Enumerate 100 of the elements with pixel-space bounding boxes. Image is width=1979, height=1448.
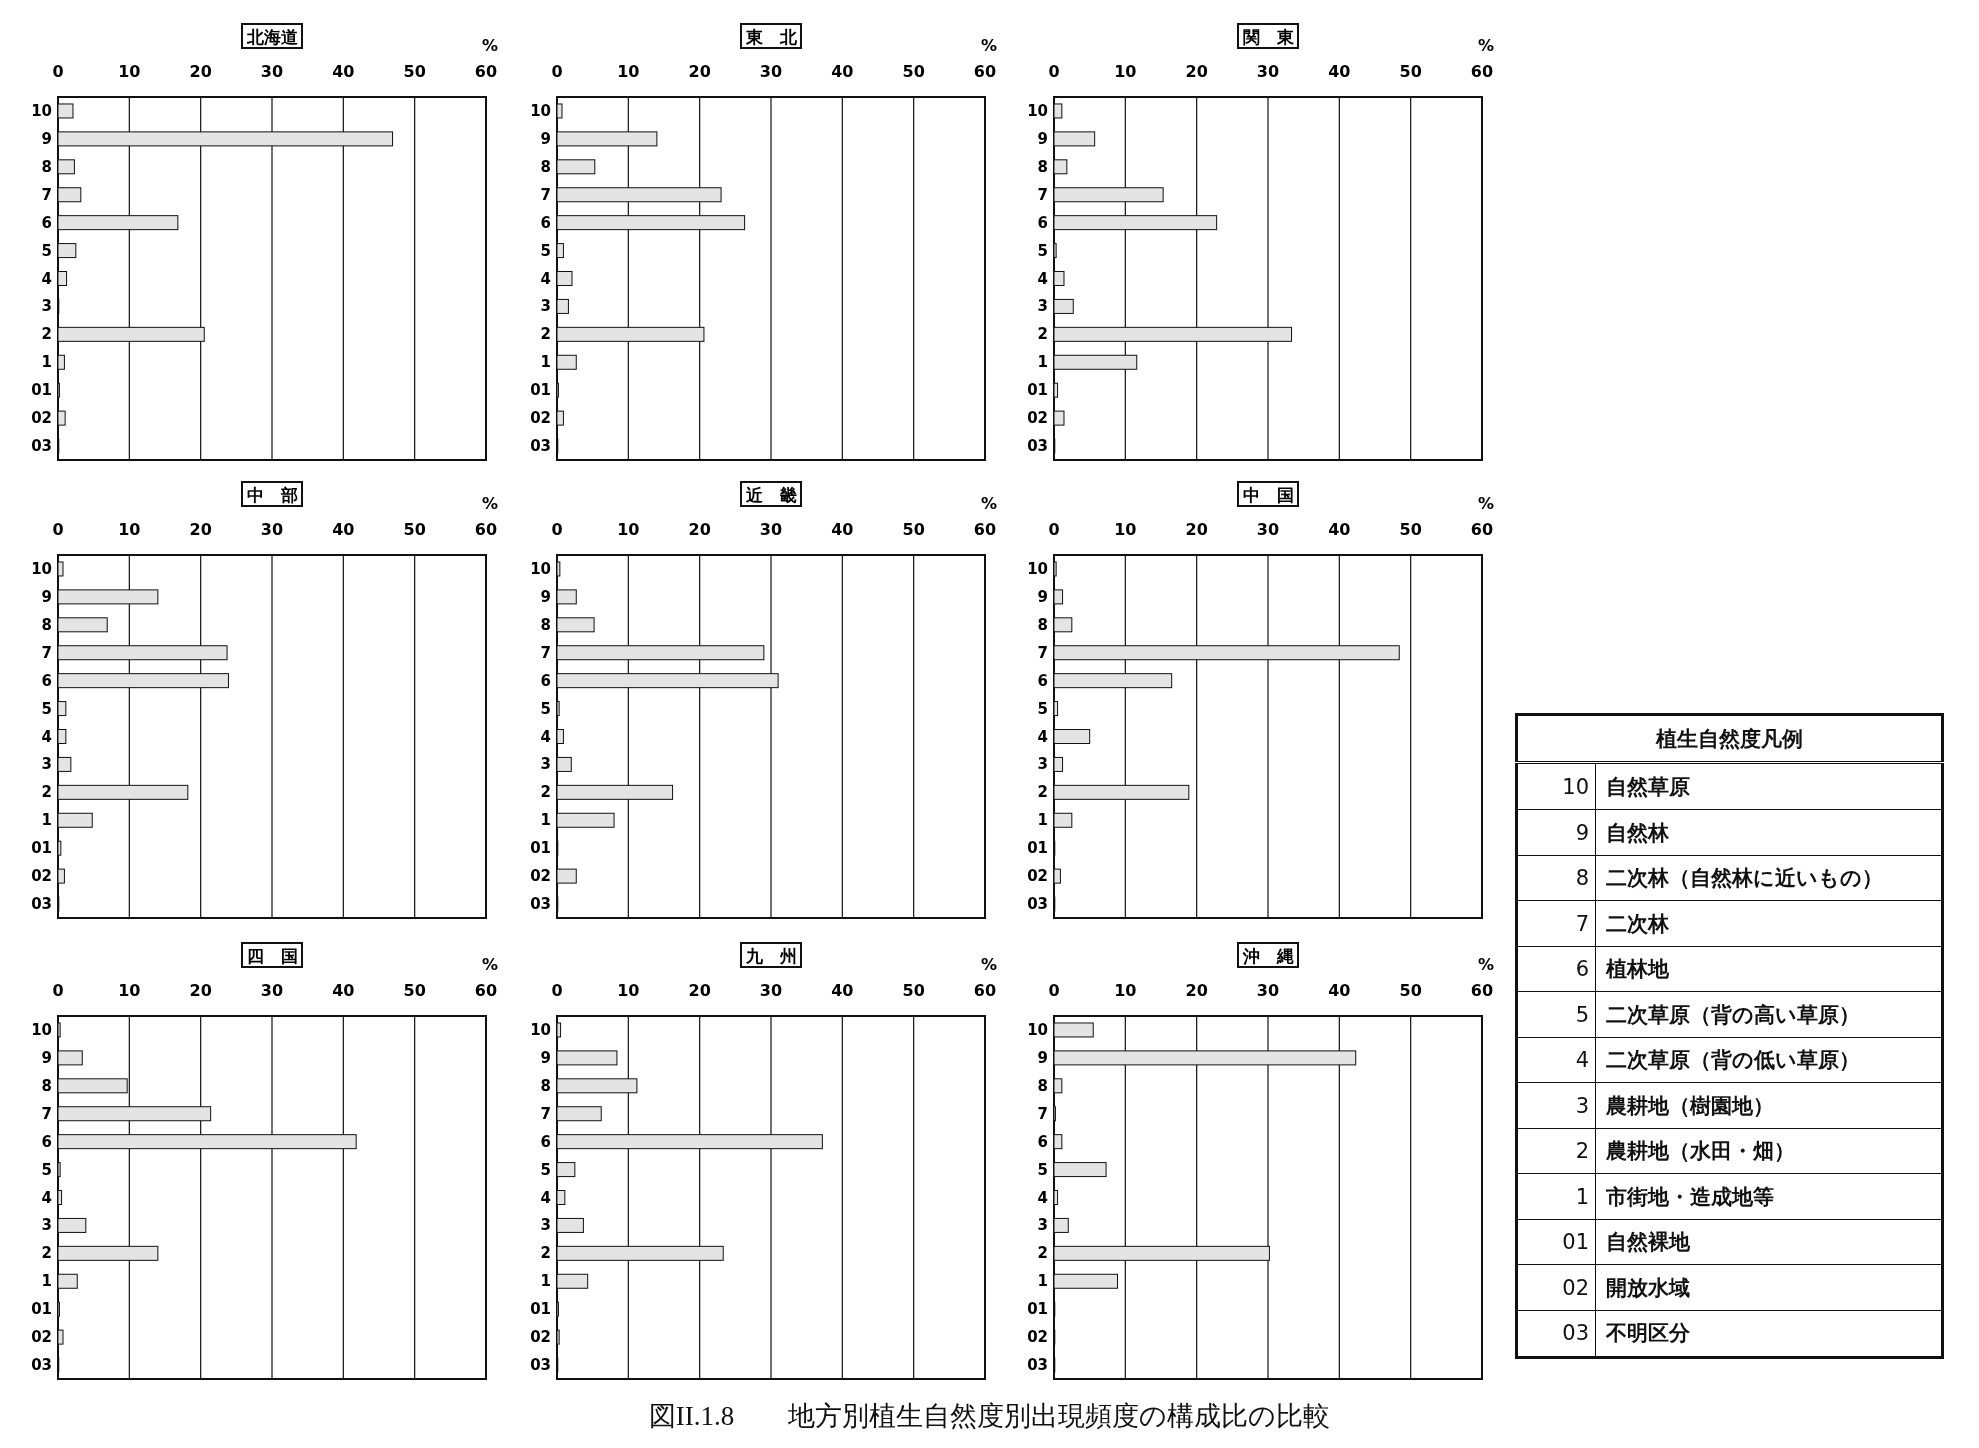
category-label: 1 xyxy=(540,353,551,372)
category-label: 01 xyxy=(530,839,551,858)
tick-label: 40 xyxy=(332,62,355,81)
category-label: 03 xyxy=(31,895,52,914)
tick-label: 0 xyxy=(52,62,64,81)
category-label: 6 xyxy=(540,671,551,690)
category-label: 2 xyxy=(540,1244,551,1263)
category-label: 5 xyxy=(1037,699,1048,718)
category-label: 9 xyxy=(540,587,551,606)
tick-label: 0 xyxy=(1048,62,1060,81)
tick-label: 40 xyxy=(332,981,355,1000)
category-label: 4 xyxy=(41,269,52,288)
tick-label: 20 xyxy=(1185,62,1208,81)
chart-title: 関 東 xyxy=(1242,27,1295,47)
tick-label: 10 xyxy=(118,62,141,81)
category-label: 1 xyxy=(41,811,52,830)
chart-title: 北海道 xyxy=(241,23,303,49)
category-label: 3 xyxy=(1037,297,1048,316)
category-label: 10 xyxy=(1027,1020,1048,1039)
chart-title: 沖 縄 xyxy=(1237,942,1299,968)
category-label: 5 xyxy=(41,241,52,260)
category-label: 02 xyxy=(1027,1328,1048,1347)
tick-label: 10 xyxy=(1114,981,1137,1000)
tick-label: 50 xyxy=(902,981,925,1000)
tick-label: 40 xyxy=(1328,62,1351,81)
tick-label: 30 xyxy=(759,520,783,539)
tick-label: 0 xyxy=(52,981,64,1000)
category-label: 9 xyxy=(1037,129,1048,148)
tick-label: 60 xyxy=(1470,520,1494,539)
chart-title: 沖 縄 xyxy=(1241,946,1294,966)
tick-label: 20 xyxy=(688,981,711,1000)
category-label: 3 xyxy=(540,755,551,774)
tick-label: 40 xyxy=(831,62,854,81)
tick-label: 40 xyxy=(831,981,854,1000)
category-label: 3 xyxy=(41,297,52,316)
tick-label: 20 xyxy=(688,520,711,539)
table-header: 植生自然度凡例 xyxy=(1516,714,1943,763)
category-label: 03 xyxy=(1027,437,1048,456)
category-label: 1 xyxy=(41,1272,52,1291)
table-cell: 02 xyxy=(1516,1264,1596,1311)
tick-label: 20 xyxy=(1185,981,1208,1000)
category-label: 01 xyxy=(1027,381,1048,400)
category-label: 10 xyxy=(1027,101,1048,120)
unit-label: % xyxy=(1478,494,1494,513)
table-cell: 1 xyxy=(1516,1173,1596,1220)
table-cell: 7 xyxy=(1516,900,1596,947)
category-label: 7 xyxy=(41,643,52,662)
unit-label: % xyxy=(981,494,997,513)
table-cell: 9 xyxy=(1516,809,1596,856)
category-label: 01 xyxy=(530,381,551,400)
category-label: 4 xyxy=(540,727,551,746)
category-label: 5 xyxy=(540,241,551,260)
tick-label: 50 xyxy=(902,62,925,81)
category-label: 3 xyxy=(41,1216,52,1235)
category-label: 1 xyxy=(540,1272,551,1291)
category-label: 02 xyxy=(31,867,52,886)
category-label: 01 xyxy=(1027,1300,1048,1319)
category-label: 02 xyxy=(1027,867,1048,886)
category-label: 10 xyxy=(31,1020,52,1039)
tick-label: 40 xyxy=(1328,520,1351,539)
category-label: 9 xyxy=(41,1048,52,1067)
tick-label: 60 xyxy=(474,62,498,81)
tick-label: 50 xyxy=(1399,520,1422,539)
category-label: 9 xyxy=(41,587,52,606)
category-label: 02 xyxy=(31,409,52,428)
chart-title: 九 州 xyxy=(744,946,797,966)
category-label: 01 xyxy=(530,1300,551,1319)
tick-label: 20 xyxy=(1185,520,1208,539)
category-label: 5 xyxy=(41,699,52,718)
tick-label: 60 xyxy=(1470,981,1494,1000)
category-label: 4 xyxy=(41,727,52,746)
category-label: 01 xyxy=(1027,839,1048,858)
category-label: 03 xyxy=(1027,895,1048,914)
chart-title: 東 北 xyxy=(740,23,802,49)
unit-label: % xyxy=(981,955,997,974)
caption: 図II.1.8 地方別植生自然度別出現頻度の構成比の比較 xyxy=(647,1400,1332,1433)
category-label: 10 xyxy=(530,101,551,120)
tick-label: 30 xyxy=(1256,520,1280,539)
category-label: 2 xyxy=(1037,783,1048,802)
tick-label: 20 xyxy=(688,62,711,81)
category-label: 5 xyxy=(41,1160,52,1179)
table-cell: 5 xyxy=(1516,991,1596,1038)
tick-label: 50 xyxy=(1399,62,1422,81)
chart-title: 中 部 xyxy=(246,485,298,505)
category-label: 2 xyxy=(1037,1244,1048,1263)
category-label: 8 xyxy=(540,615,551,634)
unit-label: % xyxy=(482,494,498,513)
category-label: 8 xyxy=(1037,615,1048,634)
tick-label: 60 xyxy=(973,981,997,1000)
category-label: 10 xyxy=(31,559,52,578)
category-label: 10 xyxy=(31,101,52,120)
table-cell: 10 xyxy=(1516,762,1596,810)
category-label: 9 xyxy=(41,129,52,148)
chart-title: 四 国 xyxy=(241,942,303,968)
tick-label: 10 xyxy=(617,981,640,1000)
tick-label: 50 xyxy=(403,981,426,1000)
category-label: 7 xyxy=(41,185,52,204)
category-label: 4 xyxy=(540,269,551,288)
category-label: 6 xyxy=(540,1132,551,1151)
unit-label: % xyxy=(1478,955,1494,974)
